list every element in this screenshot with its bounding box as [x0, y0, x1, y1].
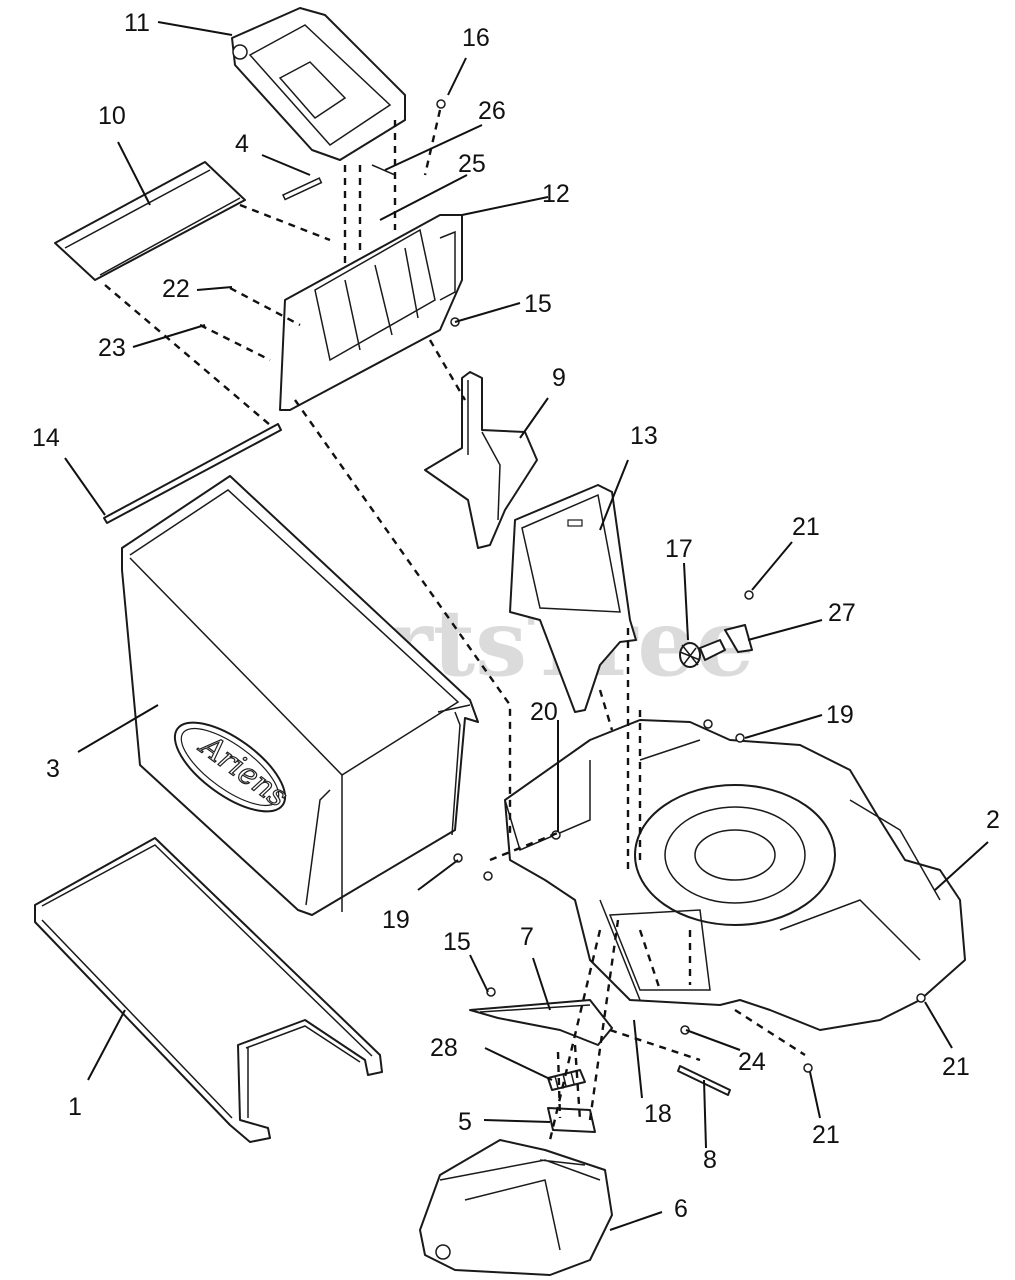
- callout-18: 18: [644, 1100, 672, 1128]
- callout-15b: 15: [443, 928, 471, 956]
- part-2-deck: [504, 719, 966, 1031]
- callout-10: 10: [98, 102, 126, 130]
- callout-16: 16: [462, 24, 490, 52]
- part-14-rod: [103, 423, 282, 524]
- callout-21b: 21: [942, 1053, 970, 1081]
- callout-19a: 19: [826, 701, 854, 729]
- part-3-grass-bag: Ariens: [121, 475, 479, 916]
- callout-28: 28: [430, 1034, 458, 1062]
- callout-19b: 19: [382, 906, 410, 934]
- callout-22: 22: [162, 275, 190, 303]
- part-11-lid: [231, 7, 406, 161]
- part-17-spring: [679, 639, 726, 668]
- callout-27: 27: [828, 599, 856, 627]
- callout-23: 23: [98, 334, 126, 362]
- callout-21c: 21: [812, 1121, 840, 1149]
- callout-6: 6: [674, 1195, 688, 1223]
- callout-20: 20: [530, 698, 558, 726]
- callout-15a: 15: [524, 290, 552, 318]
- part-12-bracket: [279, 214, 463, 411]
- callout-11: 11: [124, 9, 150, 37]
- part-27-bracket: [724, 624, 753, 653]
- callout-9: 9: [552, 364, 566, 392]
- callout-1: 1: [68, 1093, 82, 1121]
- assembly-dashed-lines: [104, 109, 806, 1141]
- part-7-deflector: [469, 999, 613, 1046]
- callout-labels: 11 16 10 26 4 25 12 22 15 23 9 13 14 21 …: [32, 9, 1000, 1223]
- part-1-bag-frame: [34, 837, 383, 1143]
- part-13-chute: [509, 484, 637, 713]
- callout-26: 26: [478, 97, 506, 125]
- callout-4: 4: [235, 130, 249, 158]
- part-28-spring: [547, 1069, 586, 1091]
- callout-13: 13: [630, 422, 658, 450]
- leader-lines: [64, 21, 989, 1231]
- callout-8: 8: [703, 1146, 717, 1174]
- callout-17: 17: [665, 535, 693, 563]
- callout-25: 25: [458, 150, 486, 178]
- callout-12: 12: [542, 180, 570, 208]
- part-10-top-panel: [54, 161, 246, 281]
- callout-14: 14: [32, 424, 60, 452]
- callout-5: 5: [458, 1108, 472, 1136]
- hardware-parts: [282, 99, 926, 1073]
- callout-24: 24: [738, 1048, 766, 1076]
- part-5-hinge: [547, 1107, 596, 1133]
- callout-21a: 21: [792, 513, 820, 541]
- callout-2: 2: [986, 806, 1000, 834]
- part-6-rear-flap: [419, 1139, 613, 1276]
- callout-3: 3: [46, 755, 60, 783]
- callout-7: 7: [520, 923, 534, 951]
